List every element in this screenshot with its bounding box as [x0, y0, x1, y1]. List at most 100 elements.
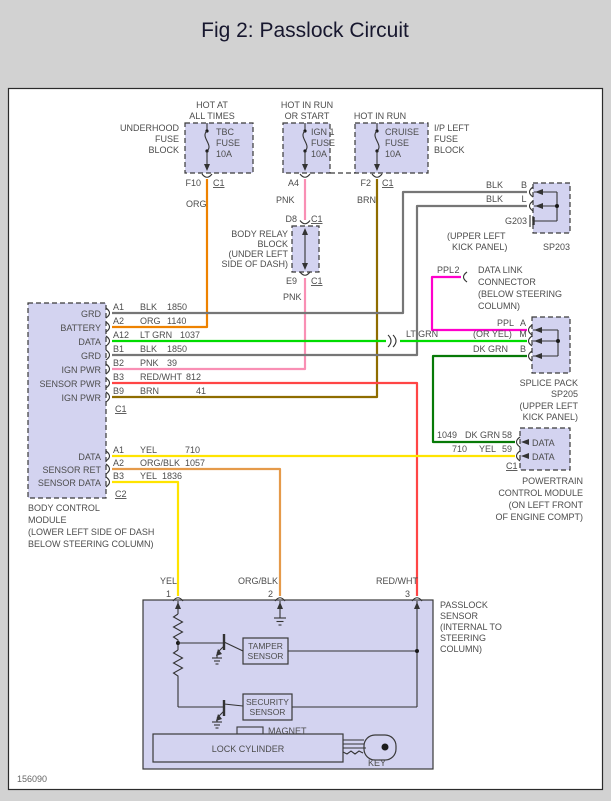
bcm-pin-name: GRD	[81, 309, 102, 319]
figure-number: 156090	[17, 774, 47, 784]
key-icon	[342, 734, 397, 761]
wire-label-oryel: (OR YEL)	[473, 329, 512, 339]
sp205-name: SP205	[551, 389, 578, 399]
connector-c1: C1	[115, 404, 127, 414]
pin-3: 3	[405, 589, 410, 599]
wire-orgblk-1057	[112, 467, 282, 596]
wire-yel-1836	[112, 480, 180, 596]
cruise-fuse-box	[354, 122, 429, 174]
pin-l: L	[521, 194, 526, 204]
bcm-name: MODULE	[28, 515, 67, 525]
ip-left-block-label: BLOCK	[434, 145, 465, 155]
wire-pnk-39	[112, 278, 307, 371]
dlc-label: (BELOW STEERING	[478, 289, 562, 299]
pcm-data-pin-label: DATA	[532, 438, 555, 448]
wire-label-ppl: PPL	[497, 318, 514, 328]
dlc-label: DATA LINK	[478, 265, 523, 275]
pin-d8: D8	[285, 214, 297, 224]
bcm-pins	[105, 307, 111, 488]
wire-org-1140	[112, 179, 209, 329]
security-sensor-label: SENSOR	[250, 707, 286, 717]
cruise-fuse-label: FUSE	[385, 138, 409, 148]
tamper-transistor-icon	[212, 634, 244, 665]
pin-id: B3	[113, 372, 124, 382]
ip-left-block-label: FUSE	[434, 134, 458, 144]
connector-c1: C1	[213, 178, 225, 188]
wire-break-icon	[392, 334, 397, 348]
pcm-data-pin-label: DATA	[532, 452, 555, 462]
ign1-fuse-label: FUSE	[311, 138, 335, 148]
pin-f10: F10	[185, 178, 201, 188]
bcm-name: BODY CONTROL	[28, 503, 100, 513]
wire-brn-41	[112, 179, 379, 399]
pin-e9: E9	[286, 276, 297, 286]
sp203-location-label: (UPPER LEFT	[447, 231, 506, 241]
wire-color: YEL	[140, 445, 157, 455]
circuit-number: 812	[186, 372, 201, 382]
all-times-label: ALL TIMES	[189, 111, 235, 121]
wire-label-ppl: PPL	[437, 265, 454, 275]
connector-c1: C1	[506, 461, 518, 471]
pin-id: B2	[113, 358, 124, 368]
pin-a4: A4	[288, 178, 299, 188]
wire-label-dkgrn: DK GRN	[473, 344, 508, 354]
pcm-name: POWERTRAIN	[522, 476, 583, 486]
body-relay-symbol	[299, 220, 311, 276]
g203-label: G203	[505, 216, 527, 226]
pin-id: A1	[113, 445, 124, 455]
pin-id: B3	[113, 471, 124, 481]
wire-blk-a1	[112, 190, 527, 315]
pin-58: 58	[502, 430, 512, 440]
bcm-location-label: (LOWER LEFT SIDE OF DASH	[28, 527, 154, 537]
wire-label-orgblk: ORG/BLK	[238, 576, 278, 586]
sp203-bus	[528, 186, 559, 227]
wire-label-pnk: PNK	[283, 292, 302, 302]
lock-cylinder-label: LOCK CYLINDER	[212, 744, 285, 754]
wire-color: YEL	[140, 471, 157, 481]
sp205-name: SPLICE PACK	[520, 378, 578, 388]
wire-label-pnk: PNK	[276, 195, 295, 205]
security-sensor-box	[242, 693, 293, 721]
sp205-location-label: (UPPER LEFT	[519, 401, 578, 411]
circuit-number: 710	[185, 445, 200, 455]
sp205-location-label: KICK PANEL)	[523, 412, 578, 422]
tamper-sensor-box	[242, 637, 289, 665]
pin-2: 2	[454, 265, 459, 275]
passlock-name: SENSOR	[440, 611, 479, 621]
circuit-number: 1850	[167, 344, 187, 354]
circuit-number: 1057	[185, 458, 205, 468]
key-label: KEY	[368, 758, 386, 768]
body-relay-label: BODY RELAY	[231, 229, 288, 239]
sp203-box	[532, 182, 571, 234]
bcm-pin-name: DATA	[78, 337, 101, 347]
bcm-pin-name: IGN PWR	[62, 393, 102, 403]
hot-at-label: HOT AT	[196, 100, 228, 110]
circuit-1049: 1049	[437, 430, 457, 440]
bcm-pin-name: GRD	[81, 351, 102, 361]
connector-c1: C1	[311, 276, 323, 286]
wire-label-redwht: RED/WHT	[376, 576, 418, 586]
ign1-fuse-label: IGN 1	[311, 127, 335, 137]
wire-label-blk: BLK	[486, 194, 503, 204]
body-relay-label: BLOCK	[257, 239, 288, 249]
pcm-box	[519, 427, 571, 471]
underhood-block-label: UNDERHOOD	[120, 123, 180, 133]
bcm-pin-name: SENSOR RET	[42, 465, 101, 475]
wire-color: BRN	[140, 386, 159, 396]
security-sensor-label: SECURITY	[246, 697, 289, 707]
connector-c1: C1	[311, 214, 323, 224]
cruise-fuse-symbol	[371, 123, 383, 178]
wire-color: RED/WHT	[140, 372, 182, 382]
bcm-pin-name: IGN PWR	[62, 365, 102, 375]
wire-dkgrn-1049	[431, 354, 527, 444]
circuit-number: 39	[167, 358, 177, 368]
ip-left-block-label: I/P LEFT	[434, 123, 470, 133]
wire-color: LT GRN	[140, 330, 172, 340]
cruise-fuse-label: CRUISE	[385, 127, 419, 137]
pin-b: B	[520, 344, 526, 354]
circuit-number: 1037	[180, 330, 200, 340]
wire-redwht-812	[112, 381, 419, 596]
tamper-sensor-label: SENSOR	[248, 651, 284, 661]
passlock-name: PASSLOCK	[440, 600, 488, 610]
